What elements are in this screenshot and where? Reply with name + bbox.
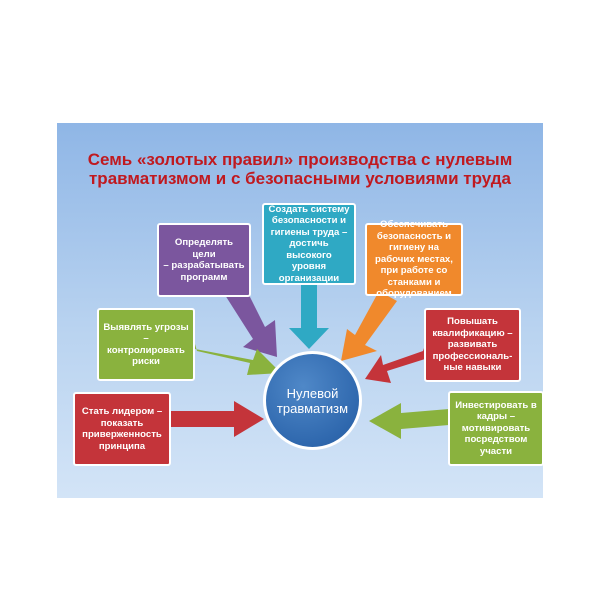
arrow-purple: [225, 283, 277, 357]
rule-box-identify-threats: Выявлять угрозы – контролировать риски: [97, 308, 195, 381]
rule-text-set-goals: Определять цели – разрабатывать программ: [163, 237, 245, 283]
slide: Семь «золотых правил» производства с нул…: [57, 123, 543, 498]
rule-box-qualification: Повышать квалификацию – развивать профес…: [424, 308, 521, 382]
arrow-red1: [365, 345, 425, 383]
rule-text-invest-in-people: Инвестировать в кадры – мотивировать пос…: [455, 399, 537, 457]
arrow-green2: [369, 403, 449, 439]
rule-text-safety-system: Создать систему безопасности и гигиены т…: [268, 203, 350, 284]
arrow-green1: [193, 337, 281, 375]
arrow-orange: [341, 291, 397, 361]
rule-text-identify-threats: Выявлять угрозы – контролировать риски: [103, 321, 189, 368]
arrows-layer: [170, 283, 449, 439]
rule-box-set-goals: Определять цели – разрабатывать программ: [157, 223, 251, 297]
rule-text-qualification: Повышать квалификацию – развивать профес…: [432, 316, 513, 374]
rule-box-invest-in-people: Инвестировать в кадры – мотивировать пос…: [448, 391, 543, 466]
rule-box-safety-system: Создать систему безопасности и гигиены т…: [262, 203, 356, 285]
rule-box-workplace-safety: Обеспечивать безопасность и гигиену на р…: [365, 219, 463, 299]
center-circle: Нулевой травматизм: [263, 351, 362, 450]
arrow-red2: [170, 401, 264, 437]
diagram-title: Семь «золотых правил» производства с нул…: [57, 150, 543, 188]
arrow-teal: [289, 283, 329, 349]
title-line-1: Семь «золотых правил» производства с нул…: [87, 150, 513, 169]
rule-box-leadership: Стать лидером – показать приверженность …: [73, 392, 171, 466]
rule-text-workplace-safety: Обеспечивать безопасность и гигиену на р…: [375, 219, 453, 300]
title-line-2: травматизмом и с безопасными условиями т…: [88, 169, 512, 188]
rule-text-leadership: Стать лидером – показать приверженность …: [81, 406, 163, 452]
